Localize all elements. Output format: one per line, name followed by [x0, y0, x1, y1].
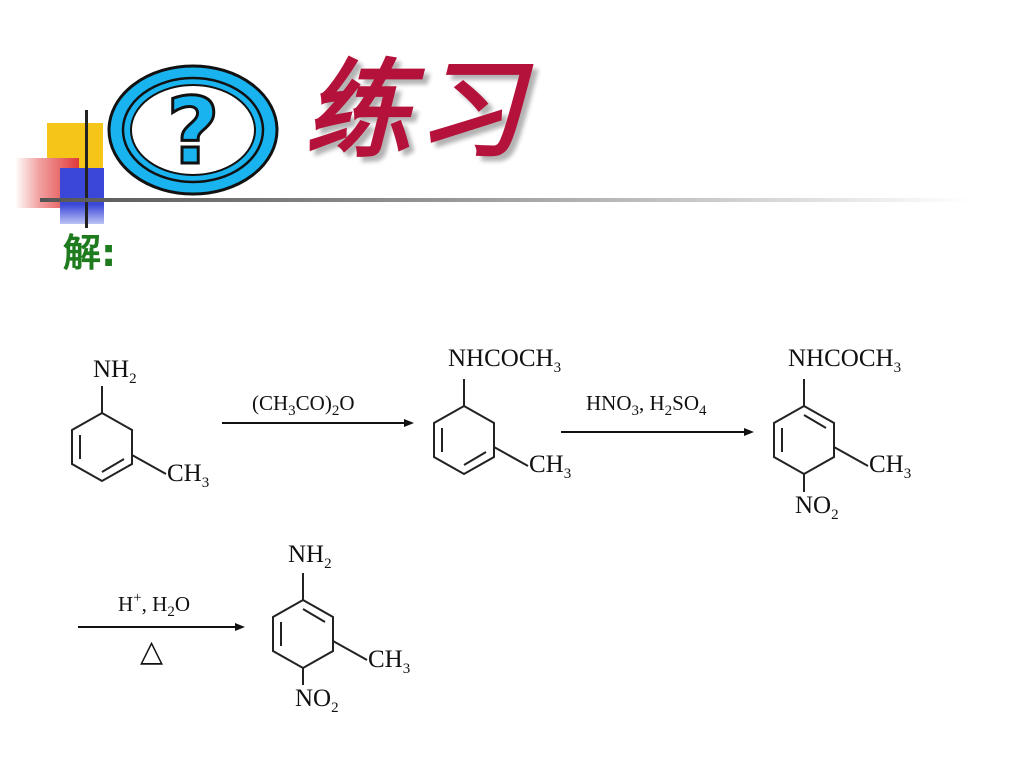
start-methyl-group: CH3 [167, 460, 209, 491]
reagent-acetic-anhydride: (CH3CO)2O [252, 391, 355, 419]
product-nitro-group: NO2 [295, 685, 339, 716]
reagent-nitrating-mixture: HNO3, H2SO4 [586, 391, 707, 419]
intermediate-2-methyl-group: CH3 [869, 451, 911, 482]
molecule-intermediate-1: NHCOCH3 CH3 [433, 345, 571, 482]
product-methyl-group: CH3 [368, 646, 410, 677]
intermediate-1-methyl-group: CH3 [529, 451, 571, 482]
heat-condition: △ [140, 634, 163, 669]
intermediate-2-nitro-group: NO2 [795, 492, 839, 523]
molecule-intermediate-2: NHCOCH3 CH3 NO2 [773, 345, 911, 523]
intermediate-2-acetamido-group: NHCOCH3 [788, 345, 901, 376]
reaction-arrow-2: HNO3, H2SO4 [561, 391, 754, 436]
reaction-arrow-3: H+, H2O △ [78, 590, 245, 669]
question-mark-icon: ? [107, 64, 279, 196]
product-amino-group: NH2 [288, 541, 332, 572]
reagent-acid-hydrolysis: H+, H2O [118, 590, 190, 620]
molecule-product: NH2 CH3 NO2 [272, 541, 410, 716]
decor-vertical-line [85, 110, 88, 228]
answer-label: 解: [63, 231, 117, 275]
start-amino-group: NH2 [93, 356, 137, 387]
intermediate-1-acetamido-group: NHCOCH3 [448, 345, 561, 376]
decor-blue-square [60, 168, 104, 224]
reaction-arrow-1: (CH3CO)2O [222, 391, 414, 427]
svg-text:?: ? [166, 78, 219, 185]
title-underline [40, 198, 970, 202]
slide-title: 练习 [305, 49, 529, 172]
molecule-start: NH2 CH3 [71, 356, 209, 491]
